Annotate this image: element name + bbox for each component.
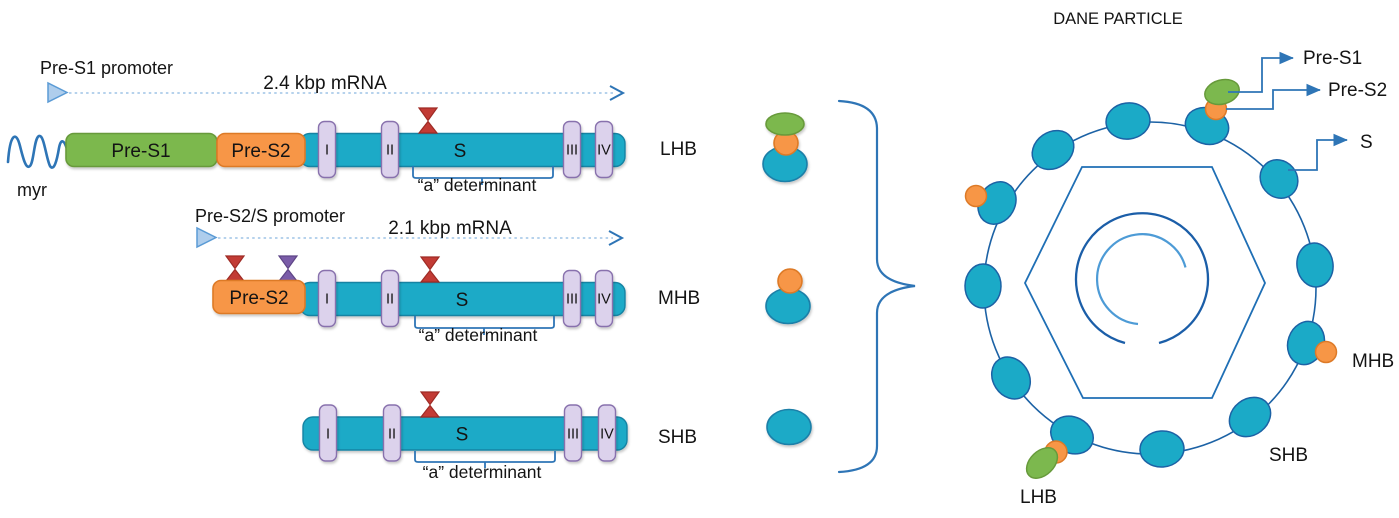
pre-s2-domain-box [216,132,306,168]
red-site-marker-icon [417,107,439,134]
mhb-unit-left-knob-icon [964,184,988,208]
pre-s1-domain-label: Pre-S1 [111,141,170,162]
mhb-construct-row: Pre-S2/S promoter 2.1 kbp mRNA Pre-S2 S … [195,206,700,345]
pre-s1-promoter-label: Pre-S1 promoter [40,58,173,78]
mhb-row-label: MHB [658,288,700,309]
promoter-arrow-icon [196,226,218,249]
tm-band-3 [562,269,582,328]
pre-s2-s-promoter-label: Pre-S2/S promoter [195,206,345,226]
a-determinant-bracket [412,166,554,185]
pre-s1-callout-label: Pre-S1 [1303,48,1362,69]
a-determinant-bracket [414,316,555,335]
tm-label-1: I [325,143,329,159]
tm-label-2: II [388,427,396,443]
tm-band-4 [594,120,614,179]
mhb-unit-right-knob-icon [1314,340,1338,364]
shb-particle-label: SHB [1269,445,1308,466]
tm-label-3: III [567,427,579,443]
shb-row-label: SHB [658,427,697,448]
mhb-protein-icon [765,268,811,325]
tm-label-2: II [386,292,394,308]
tm-band-2 [382,404,402,462]
shb-construct-row: S I II III IV “a” determinant SHB [302,391,697,482]
mrna-size-label: 2.4 kbp mRNA [263,73,387,94]
pre-s2-domain-label: Pre-S2 [229,288,288,309]
red-site-marker-icon [419,256,441,283]
tm-band-4 [597,404,617,462]
red-site-marker-icon [419,391,441,418]
pre-s1-knob-icon [1025,447,1059,479]
dna-inner-strand-icon [1095,233,1187,326]
dane-particle-title: DANE PARTICLE [1053,10,1183,28]
tm-label-2: II [386,143,394,159]
protein-monomer-icons [762,112,812,446]
s-protein-oval [964,263,1002,309]
promoter-arrow-icon [47,81,69,104]
a-determinant-bracket [414,451,556,468]
s-protein-oval [1139,430,1185,468]
violet-site-marker-icon [277,255,299,282]
red-site-marker-icon [224,255,246,282]
s-protein-oval [990,356,1032,400]
lhb-unit-top [1204,78,1240,121]
a-determinant-label: “a” determinant [423,462,542,482]
a-determinant-label: “a” determinant [419,325,538,345]
pre-s2-domain-box [212,279,306,315]
capsid-hexagon-icon [1023,166,1266,399]
lhb-unit-bottom [1025,440,1068,479]
s-callout-label: S [1360,132,1373,153]
s-domain-label: S [456,425,469,446]
mrna-size-label: 2.1 kbp mRNA [388,218,512,239]
tm-label-4: IV [600,427,614,443]
s-protein-oval [1296,242,1334,288]
pre-s1-callout-line [1228,51,1294,93]
s-protein-oval [1105,102,1151,140]
tm-label-1: I [326,427,330,443]
myr-label: myr [17,180,47,200]
tm-band-1 [317,269,337,328]
tm-band-1 [317,120,337,179]
s-callout-line [1288,133,1348,171]
pre-s2-callout-line [1226,83,1321,110]
lhb-protein-icon [762,112,808,183]
mrna-arrowhead-icon [608,230,625,246]
tm-band-2 [380,269,400,328]
tm-label-3: III [566,292,578,308]
tm-label-4: IV [597,143,611,159]
s-domain-label: S [454,141,467,162]
lhb-row-label: LHB [660,139,697,160]
s-protein-oval [1031,129,1075,171]
pre-s2-domain-label: Pre-S2 [231,141,290,162]
tm-band-1 [318,404,338,462]
mrna-arrowhead-icon [609,85,626,101]
lhb-particle-label: LHB [1020,487,1057,508]
assembly-brace [837,99,916,474]
a-determinant-label: “a” determinant [418,175,537,195]
tm-label-1: I [325,292,329,308]
s-protein-oval [1259,159,1299,199]
tm-band-2 [380,120,400,179]
dna-outer-strand-icon [1074,212,1210,345]
tm-band-3 [562,120,582,179]
dane-particle-diagram: DANE PARTICLE [964,10,1394,508]
tm-label-4: IV [597,292,611,308]
shb-protein-icon [766,408,812,446]
tm-band-4 [594,269,614,328]
pre-s1-knob-icon [1204,78,1240,106]
tm-label-3: III [566,143,578,159]
tm-band-3 [563,404,583,462]
s-domain-label: S [456,290,469,311]
lhb-construct-row: Pre-S1 promoter 2.4 kbp mRNA myr Pre-S1 … [6,58,697,200]
s-protein-oval [1228,396,1272,438]
pre-s2-callout-label: Pre-S2 [1328,80,1387,101]
surface-protein-ring [964,102,1334,468]
mhb-particle-label: MHB [1352,351,1394,372]
myristoylation-squiggle-icon [6,134,69,169]
